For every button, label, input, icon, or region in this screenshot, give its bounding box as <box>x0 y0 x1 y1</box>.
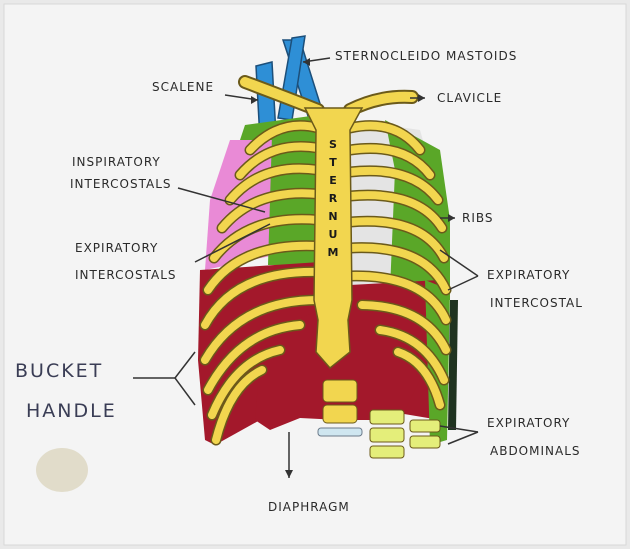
sternum-letter: U <box>326 228 340 241</box>
label-scalene: SCALENE <box>152 80 214 94</box>
label-clavicle: CLAVICLE <box>437 91 502 105</box>
label-bucket: BUCKET <box>15 360 103 382</box>
sternum-letter: N <box>326 210 340 223</box>
label-inspiratory-1: INSPIRATORY <box>72 155 161 169</box>
sternum-letter: R <box>326 192 340 205</box>
sternum-letter: E <box>326 174 340 187</box>
sternum-letter: T <box>326 156 340 169</box>
label-expiratory-right-1: EXPIRATORY <box>487 268 570 282</box>
label-handle: HANDLE <box>26 400 117 422</box>
sternum-letter: M <box>326 246 340 259</box>
label-expiratory-abdominals-2: ABDOMINALS <box>490 444 581 458</box>
label-sternocleido-mastoids: STERNOCLEIDO MASTOIDS <box>335 49 517 63</box>
label-expiratory-left-2: INTERCOSTALS <box>75 268 177 282</box>
label-ribs: RIBS <box>462 211 494 225</box>
label-expiratory-right-2: INTERCOSTAL <box>490 296 583 310</box>
label-inspiratory-2: INTERCOSTALS <box>70 177 172 191</box>
sternum-letter: S <box>326 138 340 151</box>
label-diaphragm: DIAPHRAGM <box>268 500 350 514</box>
label-expiratory-abdominals-1: EXPIRATORY <box>487 416 570 430</box>
paper-stain <box>36 448 88 492</box>
label-expiratory-left-1: EXPIRATORY <box>75 241 158 255</box>
